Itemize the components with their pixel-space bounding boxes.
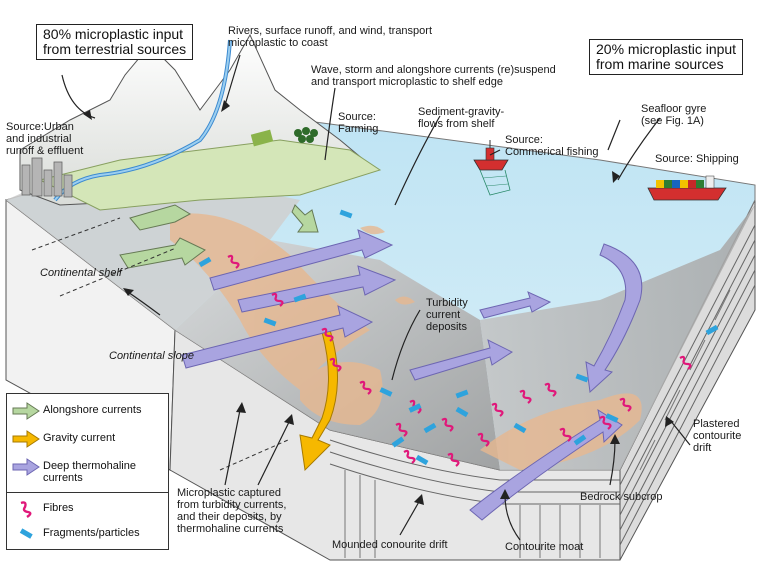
legend: Alongshore currents Gravity current Deep… [6,393,169,550]
coastal-plain [38,139,382,211]
legend-divider [7,492,168,493]
fibre-mark [329,357,342,372]
fibre-mark [519,389,532,404]
fragment-mark [605,413,619,423]
fragment-mark [339,209,353,219]
fragment-mark [455,406,469,418]
captured-microplastic-label: Microplastic captured from turbidity cur… [177,487,287,535]
urban-source-label: Source:Urban and industrial runoff & eff… [6,121,84,157]
dashed-guides [31,217,289,471]
fragment-mark [379,387,393,397]
fishing-source-label: Source: Commerical fishing [505,134,599,158]
fibre-mark [491,402,504,417]
fibre-mark [227,254,240,269]
fibre-icon [20,501,32,518]
legend-label: Fragments/particles [43,527,140,539]
fragment-mark [455,389,469,399]
marine-input-box: 20% microplastic input from marine sourc… [589,39,744,75]
yellow-arrow-icon [12,430,40,448]
legend-item-fragments: Fragments/particles [7,521,168,547]
fibre-mark [477,432,490,447]
fibre-mark [447,452,460,467]
continental-slope-label: Continental slope [109,350,195,362]
fibre-mark [359,380,372,395]
fibre-mark [403,449,416,464]
gravity-current-arrow [299,329,338,472]
seafloor-gyre-label: Seafloor gyre (see Fig. 1A) [641,103,707,127]
legend-item-fibres: Fibres [7,496,168,522]
green-arrow-icon [12,402,40,420]
contourite-moat-label: Contourite moat [505,541,584,553]
fragment-mark [573,434,587,446]
fibre-mark [619,397,632,412]
legend-item-gravity: Gravity current [7,426,168,452]
fibre-mark [321,327,334,342]
fragment-mark [575,373,589,383]
fragment-mark [513,422,527,434]
fragment-mark [408,403,422,413]
alongshore-current-arrows [119,204,319,269]
turbidity-deposits-label: Turbidity current deposits [426,297,468,333]
fragment-icon [19,528,33,539]
legend-item-thermohaline: Deep thermohaline currents [7,454,168,488]
connector-arrowheads [83,100,674,505]
fragment-mark [198,256,212,268]
rivers-label: Rivers, surface runoff, and wind, transp… [228,25,433,49]
fibre-mark [559,427,572,442]
fragment-mark [293,293,307,303]
fragment-mark [415,454,429,466]
city-icon [21,157,73,198]
legend-label: Deep thermohaline currents [43,460,136,484]
fibre-mark [679,355,692,370]
sediment-flows-label: Sediment-gravity- flows from shelf [418,106,505,130]
bedrock-subcrop-label: Bedrock subcrop [580,491,663,503]
bedrock-hatching [344,289,731,558]
fibre-mark [441,417,454,432]
waves-label: Wave, storm and alongshore currents (re)… [311,64,556,88]
shipping-source-label: Source: Shipping [655,153,739,165]
fragment-mark [423,422,437,434]
legend-label: Gravity current [43,432,116,444]
fibre-mark [599,415,612,430]
fragment-mark [263,317,277,327]
fragment-mark [705,324,719,336]
fragment-mark [391,436,405,448]
plastered-drift-label: Plastered contourite drift [693,418,742,454]
container-ship-icon [647,175,727,201]
fibre-mark [544,382,557,397]
fishing-boat-icon [473,140,511,196]
farm-icon [250,127,318,147]
fibre-mark [271,292,284,307]
continental-shelf-label: Continental shelf [40,267,122,279]
terrestrial-input-box: 80% microplastic input from terrestrial … [36,24,194,60]
legend-label: Fibres [43,502,74,514]
farming-source-label: Source: Farming [338,111,379,135]
mounded-drift-label: Mounded conourite drift [332,539,448,551]
purple-arrow-icon [12,458,40,476]
fibre-mark [395,422,408,437]
legend-label: Alongshore currents [43,404,142,416]
legend-item-alongshore: Alongshore currents [7,398,168,424]
